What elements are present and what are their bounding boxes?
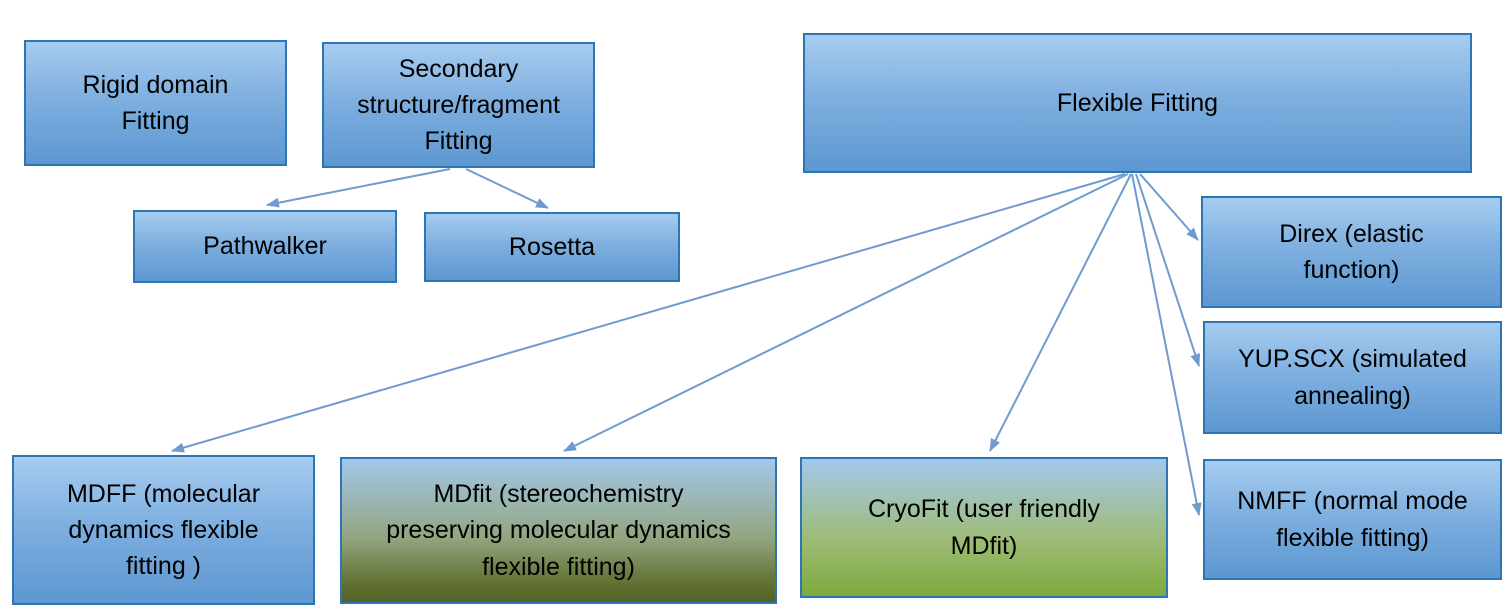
box-pathwalker: Pathwalker (133, 210, 397, 283)
arrow-flexible-to-cryofit (989, 173, 1132, 452)
box-rosetta: Rosetta (424, 212, 680, 282)
arrow-flexible-to-yupscx (1135, 173, 1201, 367)
box-cryofit: CryoFit (user friendly MDfit) (800, 457, 1168, 598)
box-mdfit: MDfit (stereochemistry preserving molecu… (340, 457, 777, 604)
box-flexible-fitting: Flexible Fitting (803, 33, 1472, 173)
arrow-flexible-to-direx (1139, 173, 1199, 241)
box-secondary-structure-fragment-fitting: Secondary structure/fragment Fitting (322, 42, 595, 168)
arrow-secondary-to-pathwalker (266, 168, 451, 208)
box-yupscx: YUP.SCX (simulated annealing) (1203, 321, 1502, 434)
box-mdff: MDFF (molecular dynamics flexible fittin… (12, 455, 315, 605)
box-nmff: NMFF (normal mode flexible fitting) (1203, 459, 1502, 580)
box-rigid-domain-fitting: Rigid domain Fitting (24, 40, 287, 166)
arrow-secondary-to-rosetta (465, 168, 549, 209)
box-direx: Direx (elastic function) (1201, 196, 1502, 308)
